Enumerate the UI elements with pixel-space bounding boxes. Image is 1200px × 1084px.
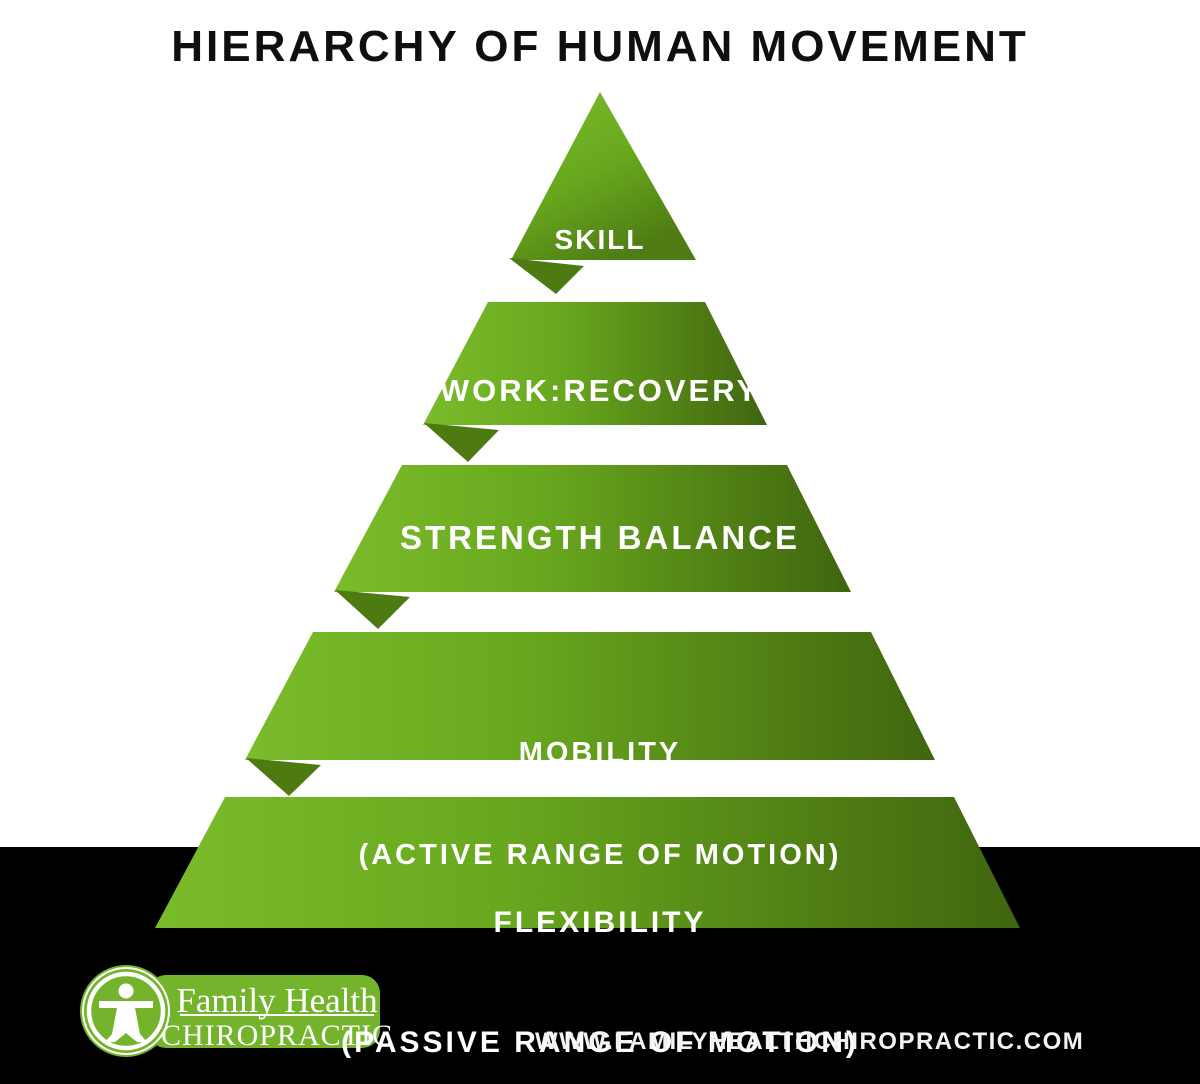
ribbon-fold-mobility-icon xyxy=(246,758,321,796)
page-title: HIERARCHY OF HUMAN MOVEMENT xyxy=(171,22,1029,71)
pyramid-level-strength-balance-label: STRENGTH BALANCE xyxy=(400,519,800,556)
ribbon-fold-skill-icon xyxy=(509,258,584,294)
ribbon-fold-work-recovery-icon xyxy=(424,423,499,462)
mobility-main-label: MOBILITY xyxy=(518,737,682,769)
pyramid-level-skill-shape xyxy=(511,92,696,260)
logo-badge xyxy=(148,975,380,1048)
pyramid-level-mobility-label: MOBILITY (ACTIVE RANGE OF MOTION) xyxy=(0,668,1200,940)
logo-name-text: Family Health xyxy=(176,981,378,1020)
flexibility-main-label: FLEXIBILITY xyxy=(493,906,707,939)
logo-type-text: CHIROPRACTIC xyxy=(160,1019,394,1052)
mobility-sub-label: (ACTIVE RANGE OF MOTION) xyxy=(358,839,842,871)
ribbon-fold-strength-balance-icon xyxy=(335,590,410,629)
pyramid-level-mobility-shape xyxy=(245,632,935,760)
website-url: WWW.FAMILYHEALTHCHIROPRACTIC.COM xyxy=(535,1028,1085,1055)
person-icon xyxy=(99,983,153,1042)
flexibility-sub-label: (PASSIVE RANGE OF MOTION) xyxy=(341,1026,859,1059)
pyramid-level-skill-label: SKILL xyxy=(554,224,646,255)
pyramid-level-strength-balance-shape xyxy=(334,465,851,592)
logo-circle-outer-ring xyxy=(82,967,170,1055)
pyramid-level-flexibility-shape xyxy=(155,797,1020,928)
pyramid-level-work-recovery-label: WORK:RECOVERY xyxy=(439,373,761,408)
pyramid-level-flexibility-label: FLEXIBILITY (PASSIVE RANGE OF MOTION) xyxy=(0,823,1200,1084)
logo-circle-inner-ring xyxy=(86,971,166,1051)
pyramid-level-work-recovery-shape xyxy=(423,302,767,425)
